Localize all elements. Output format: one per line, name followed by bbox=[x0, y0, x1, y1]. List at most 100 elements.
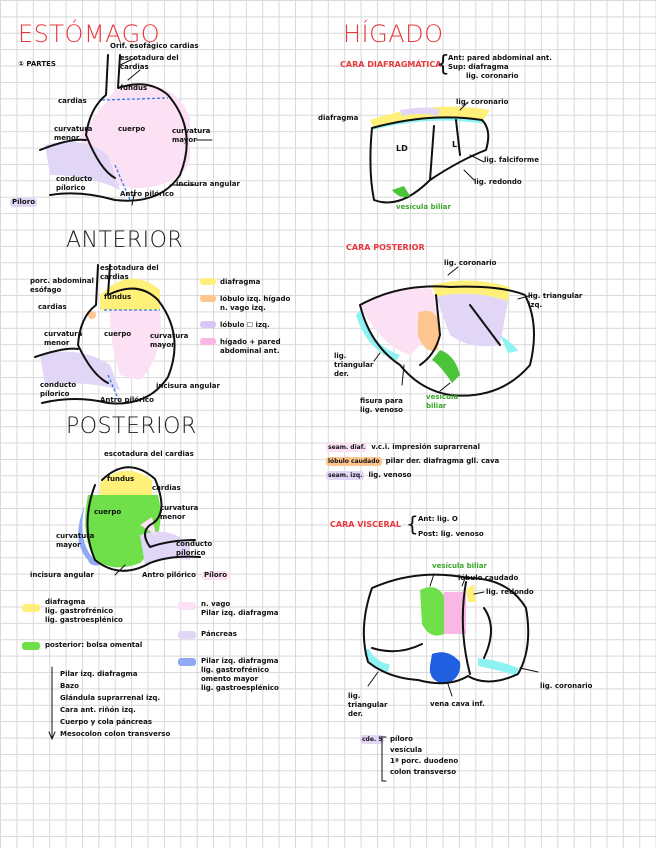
label-orificio: Orif. esofágico cardias bbox=[110, 42, 199, 50]
posterior-label-conducto: conducto pílorico bbox=[176, 540, 213, 557]
legend-line: Pilar izq. diafragma bbox=[201, 657, 279, 665]
anterior-label-conducto: conducto pílorico bbox=[40, 381, 77, 398]
posterior-label-curvatura-mayor: curvatura mayor bbox=[56, 532, 95, 549]
legend-text: lig. venoso bbox=[368, 471, 412, 479]
gallbladder-fill bbox=[392, 186, 410, 198]
posterior-label-cuerpo: cuerpo bbox=[94, 508, 122, 516]
legend-line: lig. gastrofrénico bbox=[45, 607, 114, 615]
stomach-posterior-diagram bbox=[78, 466, 201, 576]
legend-swatch bbox=[200, 338, 216, 345]
posterior-legend-left: diafragma lig. gastrofrénico lig. gastro… bbox=[22, 598, 172, 650]
legend-line: lig. gastrofrénico bbox=[201, 666, 270, 674]
stomach-pylorus-top bbox=[39, 138, 87, 151]
anterior-legend-item: hígado + pared abdominal ant. bbox=[200, 338, 295, 356]
legend-swatch bbox=[22, 604, 40, 612]
legend-line: lig. gastroesplénico bbox=[201, 684, 279, 692]
stomach-pylorus-fill bbox=[45, 141, 120, 190]
posterior-label-incisura: incisura angular bbox=[30, 571, 94, 579]
liver-posterior-diagram bbox=[356, 266, 535, 397]
list-item: Cara ant. riñón izq. bbox=[60, 706, 136, 714]
posterior-label-curvatura-menor: curvatura menor bbox=[160, 504, 199, 521]
legend-text: lóbulo ☐ izq. bbox=[220, 321, 270, 329]
anterior-legend-item: diafragma bbox=[200, 278, 295, 287]
legend-text: pilar der. diafragma gll. cava bbox=[385, 457, 500, 465]
list-item: colon transverso bbox=[390, 768, 456, 776]
anterior-label-esofago: porc. abdominal bbox=[30, 277, 94, 285]
visc-label-vesicula: vesícula biliar bbox=[432, 562, 487, 570]
stomach-greater-curve bbox=[49, 54, 188, 202]
legend-text: hígado + pared abdominal ant. bbox=[220, 338, 281, 355]
anterior-label-incisura: incisura angular bbox=[156, 382, 220, 390]
list-item: Glándula suprarrenal izq. bbox=[60, 694, 161, 702]
visceral-note-tag: cde. 5 bbox=[360, 735, 385, 744]
legend-tag: lóbulo caudado bbox=[326, 457, 382, 466]
legend-line: n. vago bbox=[201, 600, 231, 608]
label-escotadura: escotadura del cardias bbox=[120, 54, 179, 71]
legend-tag: seam. diaf. bbox=[326, 443, 368, 452]
cara-visceral-notes: Ant: lig. O Post: lig. venoso bbox=[418, 515, 484, 539]
diaf-label-ld: LD bbox=[396, 144, 408, 153]
posterior-legend-item: Páncreas bbox=[178, 630, 323, 639]
note-line: lig. coronario bbox=[466, 72, 519, 80]
label-curvatura-menor: curvatura menor bbox=[54, 125, 93, 142]
anterior-label-curvatura-mayor: curvatura mayor bbox=[150, 332, 189, 349]
label-conducto: conducto pílorico bbox=[56, 175, 93, 192]
legend-line: lig. gastroesplénico bbox=[45, 616, 123, 624]
legend-swatch bbox=[200, 321, 216, 328]
label-incisura: incisura angular bbox=[176, 180, 240, 188]
diaf-label-redondo: lig. redondo bbox=[474, 178, 522, 186]
legend-tag: seam. izq. bbox=[326, 471, 365, 480]
legend-text: lóbulo izq. hígado n. vago izq. bbox=[220, 295, 291, 312]
legend-line: Pilar izq. diafragma bbox=[201, 609, 279, 617]
visc-label-coronario: lig. coronario bbox=[540, 682, 593, 690]
posterior-greater-curve-fill bbox=[78, 505, 100, 566]
anterior-label-antro: Antro pilórico bbox=[100, 396, 154, 404]
posterior-label-escotadura: escotadura del cardias bbox=[104, 450, 194, 458]
posterior-title: POSTERIOR bbox=[66, 414, 197, 439]
anterior-label-escotadura: escotadura del cardias bbox=[100, 264, 159, 281]
stomach-anterior-diagram bbox=[34, 264, 176, 405]
anterior-body-fill bbox=[110, 310, 161, 380]
list-item: 1ª porc. duodeno bbox=[390, 757, 459, 765]
note-line: Ant: lig. O bbox=[418, 515, 458, 523]
cara-posterior-title: CARA POSTERIOR bbox=[346, 243, 425, 252]
legend-swatch bbox=[22, 642, 40, 650]
label-fundus: fundus bbox=[120, 84, 148, 92]
posterior-label-fundus: fundus bbox=[107, 475, 135, 483]
stomach-lesser-curve bbox=[85, 54, 116, 179]
anterior-label-cuerpo: cuerpo bbox=[104, 330, 132, 338]
anterior-legend: diafragma lóbulo izq. hígado n. vago izq… bbox=[200, 278, 295, 356]
posterior-list-arrow bbox=[48, 666, 56, 741]
label-cardias: cardias bbox=[58, 97, 87, 105]
posterior-legend-right: n. vago Pilar izq. diafragma Páncreas Pi… bbox=[178, 600, 323, 693]
visc-label-redondo: lig. redondo bbox=[486, 588, 534, 596]
label-curvatura-mayor: curvatura mayor bbox=[172, 127, 211, 144]
posterior-label-antro: Antro pilórico bbox=[142, 571, 196, 579]
brace: { bbox=[406, 512, 419, 536]
list-item: Bazo bbox=[60, 682, 79, 690]
note-line: Sup: diafragma bbox=[448, 63, 509, 71]
diaf-label-vesicula: vesícula biliar bbox=[396, 203, 451, 211]
anterior-legend-item: lóbulo izq. hígado n. vago izq. bbox=[200, 295, 295, 313]
posterior-legend-item: Pilar izq. diafragma lig. gastrofrénico … bbox=[178, 657, 323, 693]
anterior-vagus-dot bbox=[88, 311, 96, 319]
posterior-legend-item: posterior: bolsa omental bbox=[22, 641, 172, 650]
anterior-label-fundus: fundus bbox=[104, 293, 132, 301]
legend-text: diafragma bbox=[220, 278, 261, 286]
diaf-label-coronario: lig. coronario bbox=[456, 98, 509, 106]
posterior-body-fill bbox=[85, 495, 161, 568]
label-piloro: Píloro bbox=[10, 198, 37, 207]
visc-label-vcava: vena cava inf. bbox=[430, 700, 485, 708]
label-cuerpo: cuerpo bbox=[118, 125, 146, 133]
list-item: Pilar izq. diafragma bbox=[60, 670, 138, 678]
legend-line: posterior: bolsa omental bbox=[45, 641, 143, 649]
legend-swatch bbox=[200, 295, 216, 302]
legend-line: diafragma bbox=[45, 598, 86, 606]
stomach-fundus-line bbox=[101, 97, 169, 101]
list-item: Mesocolon colon transverso bbox=[60, 730, 171, 738]
legend-swatch bbox=[178, 658, 196, 666]
legend-text: v.c.i. impresión suprarrenal bbox=[371, 443, 481, 451]
stomach-antrum-line bbox=[114, 164, 131, 201]
stomach-parts-diagram bbox=[39, 54, 213, 206]
anterior-label-cardias: cardias bbox=[38, 303, 67, 311]
